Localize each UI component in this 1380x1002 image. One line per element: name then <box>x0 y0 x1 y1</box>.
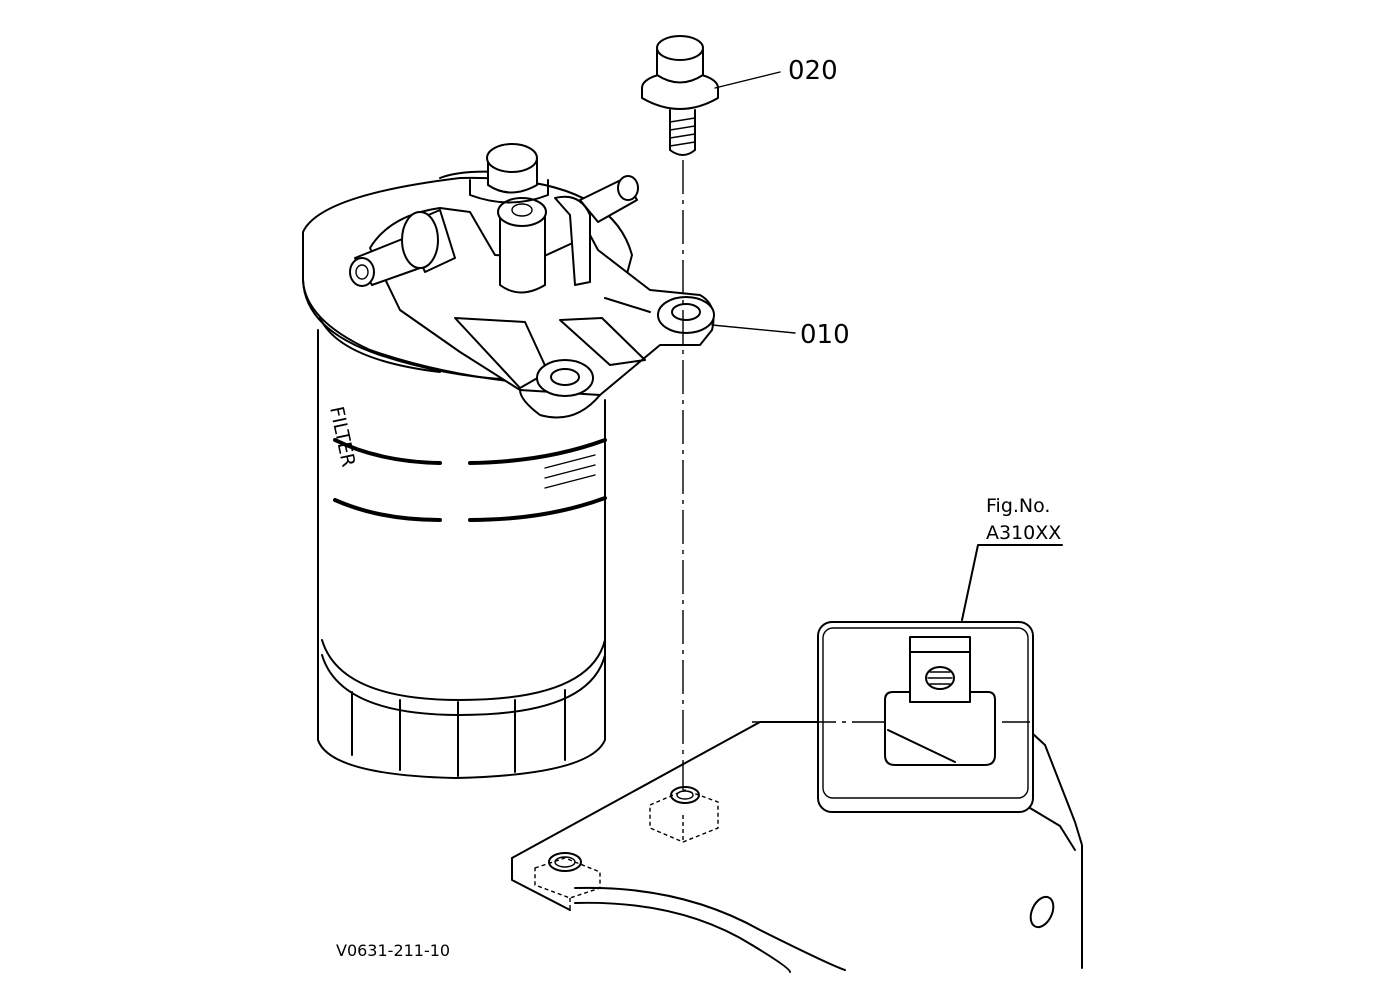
fig-no-label: Fig.No. <box>986 495 1050 517</box>
fig-no-value: A310XX <box>986 522 1061 544</box>
flange-bolt <box>641 35 719 156</box>
weld-nut <box>649 786 719 843</box>
callout-020: 020 <box>788 56 838 86</box>
filter-head-bracket <box>349 143 715 419</box>
leader-010 <box>711 324 796 334</box>
leader-020 <box>714 71 781 89</box>
callout-010: 010 <box>800 320 850 350</box>
drawing-code: V0631-211-10 <box>336 941 450 960</box>
detail-inset <box>752 544 1063 813</box>
